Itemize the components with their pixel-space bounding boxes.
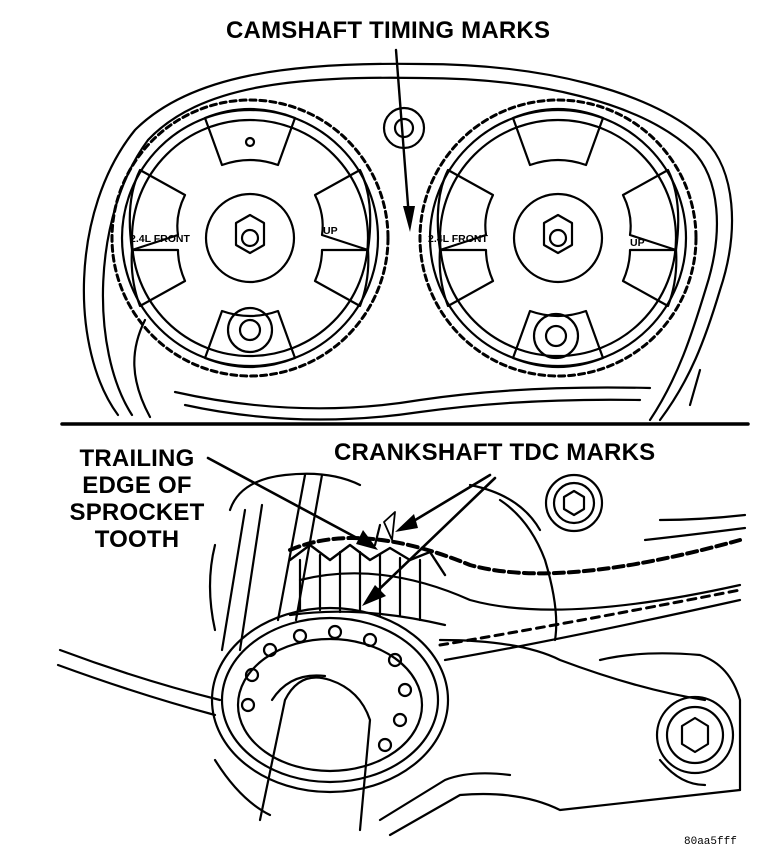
crankshaft-tdc-marks-label: CRANKSHAFT TDC MARKS [334, 439, 656, 466]
camshaft-mark-arrow [394, 48, 415, 232]
mount-bolt-lower-right [655, 695, 735, 787]
left-camshaft-sprocket [110, 98, 390, 378]
engine-block-outline [56, 472, 747, 792]
trailing-edge-label: TRAILING EDGE OF SPROCKET TOOTH [52, 445, 222, 554]
camshaft-timing-marks-label: CAMSHAFT TIMING MARKS [226, 17, 551, 44]
right-front-text: 2.4L FRONT [428, 233, 488, 245]
left-up-text: UP [323, 225, 338, 237]
crank-tdc-marks [373, 511, 396, 547]
left-sprocket-spokes [128, 107, 372, 369]
trailing-edge-arrow [206, 456, 378, 550]
figure-code: 80aa5fff [684, 836, 737, 848]
crankshaft-hub [210, 606, 742, 837]
crank-tdc-arrows [362, 473, 497, 606]
idler-bolt-lower-top [544, 473, 604, 533]
right-sprocket-spokes [436, 107, 680, 369]
crank-belt [220, 473, 742, 662]
right-up-text: UP [630, 237, 645, 249]
left-front-text: 2.4L FRONT [130, 233, 190, 245]
trailing-edge-line-1: TRAILING [79, 445, 195, 472]
trailing-edge-line-4: TOOTH [94, 525, 180, 553]
belt-bottom-run-upper [173, 386, 652, 421]
trailing-edge-line-3: SPROCKET [69, 498, 205, 526]
sprocket-markings: 2.4L FRONT UP 2.4L FRONT UP [130, 225, 645, 249]
trailing-edge-line-2: EDGE OF [82, 471, 192, 499]
right-camshaft-sprocket [418, 98, 698, 378]
